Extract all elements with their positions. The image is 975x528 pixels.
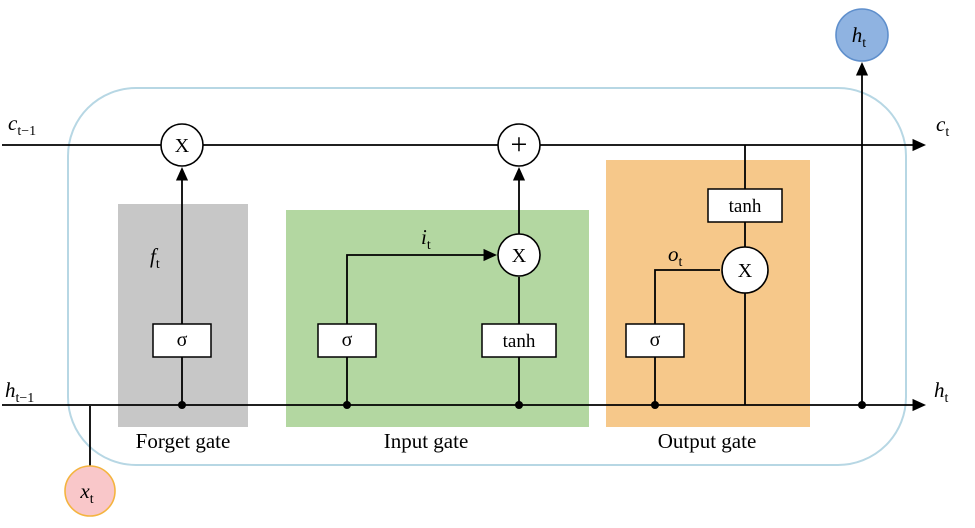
multiply-forget-circle	[160, 123, 204, 167]
label-i-t-sub: t	[427, 238, 431, 253]
label-h-prev-sub: t−1	[16, 391, 35, 406]
output-tanh-box: tanh	[707, 188, 783, 223]
add-circle	[497, 123, 541, 167]
forget-sigma-box: σ	[152, 323, 212, 358]
x-input-circle	[64, 465, 116, 517]
label-h-next-sub: t	[945, 391, 949, 406]
output-sigma-label: σ	[650, 329, 661, 351]
x-input-label-sub: t	[90, 492, 94, 507]
label-c-prev-base: c	[8, 111, 18, 135]
label-c-prev-sub: t−1	[17, 124, 36, 139]
junction-dot-input-sigma	[343, 401, 351, 409]
x-input-node: xt	[64, 465, 116, 517]
label-i-t: it	[421, 225, 431, 253]
output-sigma-to-multiply-wire	[654, 269, 720, 324]
x-input-label-base: x	[79, 479, 90, 503]
input-sigma-to-multiply-wire	[346, 248, 498, 324]
label-f-t: ft	[150, 244, 160, 272]
output-tanh-label: tanh	[729, 196, 762, 217]
multiply-input-circle	[497, 233, 541, 277]
output-tanh-rect	[707, 188, 783, 223]
label-h-prev: ht−1	[5, 378, 34, 406]
input-gate-caption: Input gate	[384, 429, 469, 453]
label-f-t-base: f	[150, 244, 159, 268]
multiply-forget-node: X	[160, 123, 204, 167]
h-output-circle	[835, 8, 889, 62]
label-o-t-base: o	[668, 242, 679, 266]
add-symbol: +	[511, 128, 528, 161]
label-h-next: ht	[934, 378, 949, 406]
output-sigma-box: σ	[625, 323, 685, 358]
multiply-output-symbol: X	[738, 260, 753, 282]
multiply-forget-symbol: X	[175, 135, 190, 157]
junction-dot-input-tanh	[515, 401, 523, 409]
input-sigma-rect	[317, 323, 377, 358]
multiply-output-node: X	[721, 246, 769, 294]
label-f-t-sub: t	[156, 257, 160, 272]
output-sigma-rect	[625, 323, 685, 358]
forget-sigma-label: σ	[177, 329, 188, 351]
cell-boundary	[67, 87, 907, 466]
h-output-label-base: h	[852, 23, 863, 47]
label-c-next-base: c	[936, 112, 946, 136]
forget-gate-region	[118, 204, 248, 427]
label-h-next-base: h	[934, 378, 945, 402]
label-c-next-sub: t	[945, 125, 949, 140]
add-node: +	[497, 123, 541, 167]
label-c-prev: ct−1	[8, 111, 36, 139]
input-gate-region	[286, 210, 589, 427]
label-i-t-base: i	[421, 225, 427, 249]
junction-dot-hidden-out	[858, 401, 866, 409]
label-o-t: ot	[668, 242, 683, 270]
label-o-t-sub: t	[679, 255, 683, 270]
forget-sigma-rect	[152, 323, 212, 358]
multiply-output-circle	[721, 246, 769, 294]
input-tanh-rect	[481, 323, 557, 358]
forget-gate-caption: Forget gate	[136, 429, 231, 453]
junction-dot-output-sigma	[651, 401, 659, 409]
junction-dot-forget	[178, 401, 186, 409]
label-c-next: ct	[936, 112, 949, 140]
input-tanh-label: tanh	[503, 331, 536, 352]
input-sigma-label: σ	[342, 329, 353, 351]
input-sigma-box: σ	[317, 323, 377, 358]
x-input-label: xt	[79, 479, 93, 507]
h-output-node: ht	[835, 8, 889, 62]
multiply-input-symbol: X	[512, 245, 527, 267]
output-gate-caption: Output gate	[658, 429, 757, 453]
h-output-label: ht	[852, 23, 867, 51]
multiply-input-node: X	[497, 233, 541, 277]
h-output-label-sub: t	[862, 36, 866, 51]
input-tanh-box: tanh	[481, 323, 557, 358]
label-h-prev-base: h	[5, 378, 16, 402]
